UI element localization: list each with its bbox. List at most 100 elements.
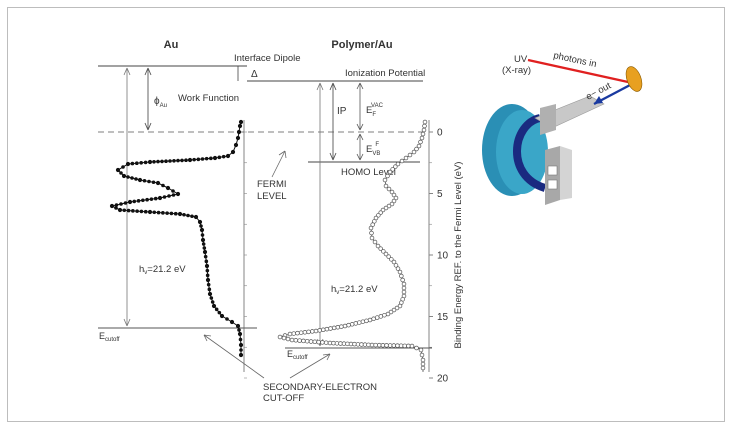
polymer-data-point	[298, 330, 304, 335]
au-data-point	[152, 210, 157, 215]
polymer-data-point	[401, 289, 407, 295]
polymer-data-point	[384, 343, 389, 348]
hv-left-label: hν=21.2 eV	[139, 264, 186, 276]
polymer-data-point	[381, 249, 386, 254]
au-data-point	[200, 157, 205, 161]
polymer-data-point	[386, 254, 391, 259]
polymer-data-point	[385, 311, 391, 317]
polymer-data-point	[407, 152, 413, 158]
analyzer-inner-arc	[513, 114, 547, 192]
polymer-data-point	[321, 327, 326, 333]
au-spectrum-curve	[110, 121, 242, 355]
au-data-point	[203, 254, 208, 259]
polymer-data-point	[323, 340, 329, 345]
polymer-data-point	[313, 328, 319, 334]
polymer-data-point	[397, 269, 403, 275]
au-data-point	[171, 193, 176, 197]
au-data-point	[143, 160, 148, 165]
au-data-point	[137, 177, 143, 183]
au-data-point	[192, 157, 196, 162]
au-baseline-ticks	[244, 131, 247, 379]
polymer-data-point	[331, 325, 337, 331]
au-data-point	[134, 177, 138, 181]
hv-right-label: hν=21.2 eV	[331, 284, 378, 296]
polymer-data-point	[401, 285, 407, 291]
au-data-point	[165, 211, 169, 215]
au-data-point	[209, 296, 214, 300]
au-data-point	[171, 189, 175, 193]
polymer-data-point	[422, 119, 428, 125]
polymer-data-point	[364, 318, 369, 324]
au-data-point	[217, 155, 222, 160]
au-data-point	[219, 313, 225, 319]
au-data-point	[235, 135, 241, 141]
au-data-point	[172, 159, 176, 163]
polymer-data-point	[285, 336, 291, 342]
au-data-point	[121, 165, 125, 169]
axis-tick-label: 10	[437, 251, 449, 262]
au-data-point	[201, 242, 206, 246]
au-data-point	[187, 157, 193, 163]
fermi-pointer	[271, 150, 286, 178]
au-data-point	[169, 211, 174, 216]
polymer-data-point	[419, 352, 425, 358]
au-data-point	[236, 129, 242, 135]
au-data-point	[175, 191, 181, 197]
polymer-data-point	[291, 331, 296, 336]
phi-label: ϕAu	[154, 96, 167, 109]
axis-tick-label: 15	[437, 312, 449, 323]
au-data-point	[168, 159, 172, 163]
au-data-point	[125, 161, 131, 167]
au-data-point	[122, 208, 127, 213]
evb-f-label: EVBF	[366, 142, 380, 157]
au-data-point	[238, 352, 244, 358]
au-data-point	[235, 323, 241, 329]
polymer-data-point	[421, 127, 427, 133]
polymer-data-point	[342, 323, 348, 329]
au-data-point	[238, 337, 243, 342]
polymer-data-point	[367, 317, 373, 323]
polymer-data-point	[422, 123, 427, 129]
polymer-data-point	[394, 305, 400, 311]
polymer-data-point	[399, 273, 404, 279]
polymer-data-point	[398, 343, 404, 348]
au-data-point	[119, 171, 123, 175]
polymer-data-point	[397, 303, 403, 309]
au-data-point	[207, 291, 213, 297]
au-data-point	[193, 214, 199, 220]
polymer-data-point	[360, 319, 366, 324]
au-data-point	[207, 287, 212, 292]
au-data-point	[211, 303, 217, 309]
polymer-data-point	[420, 361, 426, 367]
binding-energy-axis-title: Binding Energy REF. to the Fermi Level (…	[453, 162, 464, 349]
au-data-point	[135, 161, 139, 165]
polymer-data-point	[373, 342, 378, 348]
au-data-point	[114, 206, 118, 210]
polymer-data-point	[386, 203, 392, 209]
axis-tick-label: 5	[437, 189, 443, 200]
polymer-data-point	[395, 161, 401, 167]
au-data-point	[161, 183, 165, 188]
au-data-point	[130, 176, 134, 180]
polymer-data-point	[388, 309, 394, 315]
au-data-point	[152, 160, 156, 164]
e-cutoff-right-label: Ecutoff	[287, 349, 308, 361]
au-data-point	[180, 158, 184, 163]
homo-level-label: HOMO Level	[341, 167, 396, 178]
au-data-point	[182, 212, 186, 217]
polymer-data-point	[419, 135, 425, 141]
polymer-data-point	[349, 322, 355, 327]
polymer-data-point	[414, 345, 419, 351]
au-data-point	[165, 185, 171, 191]
polymer-data-point	[399, 158, 405, 164]
ionization-potential-label: Ionization Potential	[345, 68, 425, 79]
polymer-data-point	[317, 328, 322, 333]
polymer-data-point	[369, 342, 375, 348]
au-data-point	[142, 178, 147, 183]
polymer-spectrum-dots	[277, 119, 428, 371]
au-data-point	[161, 211, 165, 215]
au-data-point	[155, 180, 161, 186]
polymer-data-point	[289, 337, 295, 343]
polymer-data-point	[335, 325, 341, 330]
au-data-point	[131, 209, 135, 213]
